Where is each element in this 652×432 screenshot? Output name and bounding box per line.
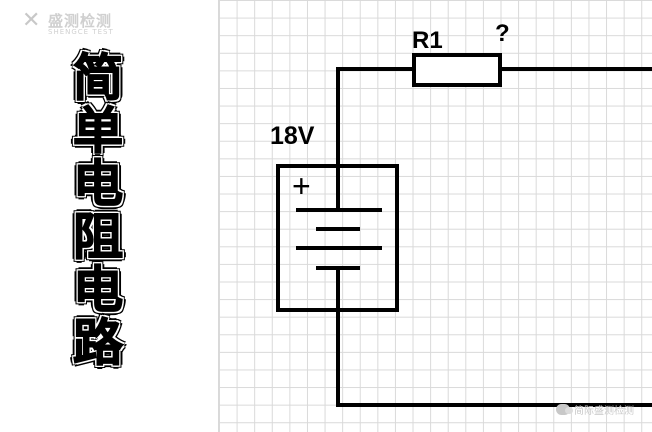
wechat-icon [556,404,573,415]
title-char: 电 [72,261,124,319]
resistor-r1 [412,53,502,87]
battery-plus-sign: + [292,168,311,204]
resistor-value: ? [495,20,510,47]
watermark: 简际盛测检测 [556,402,634,417]
brand-logo: ✕ 盛测检测 SHENGCE TEST [22,8,142,38]
title-char: 简 [72,49,124,107]
left-panel: ✕ 盛测检测 SHENGCE TEST 简 单 电 阻 电 路 [0,0,218,432]
battery-voltage-label: 18V [270,122,315,150]
title-char: 阻 [72,208,124,266]
logo-name-en: SHENGCE TEST [48,28,114,36]
watermark-text: 简际盛测检测 [574,406,634,417]
battery-box [276,164,399,312]
title-char: 电 [72,155,124,213]
logo-mark-icon: ✕ [22,8,41,33]
title-char: 路 [72,314,124,372]
title-char: 单 [72,102,124,160]
resistor-label: R1 [412,27,443,54]
logo-name-cn: 盛测检测 [48,12,113,30]
vertical-title: 简 单 电 阻 电 路 [66,49,130,372]
